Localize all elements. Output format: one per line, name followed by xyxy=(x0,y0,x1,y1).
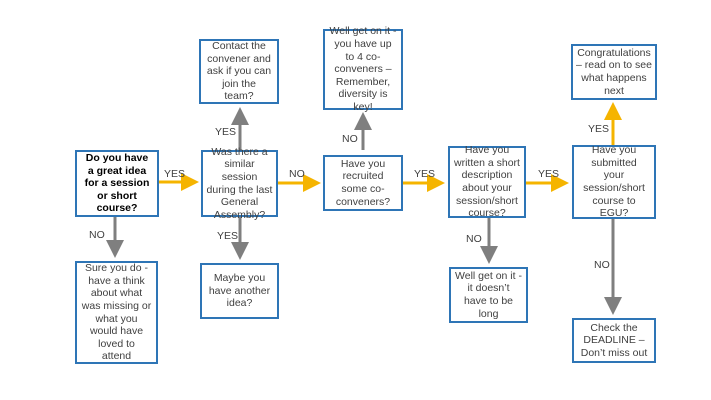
similar-box: Was there a similar session during the l… xyxy=(201,146,278,221)
sure-box: Sure you do - have a think about what wa… xyxy=(75,261,158,364)
get-on-desc-box: Well get on it - it doesn’t have to be l… xyxy=(449,267,528,323)
label-no-written: NO xyxy=(466,233,482,245)
start-box: Do you have a great idea for a session o… xyxy=(75,150,159,217)
label-no-submitted: NO xyxy=(594,259,610,271)
label-yes-up-submitted: YES xyxy=(588,123,610,135)
label-yes-up-similar: YES xyxy=(215,126,237,138)
label-yes-down-similar: YES xyxy=(217,230,239,242)
label-yes-start: YES xyxy=(164,168,186,180)
get-on-conveners-box: Well get on it - you have up to 4 co- co… xyxy=(323,25,403,113)
label-yes-recruited: YES xyxy=(414,168,436,180)
congratulations-box: Congratulations – read on to see what ha… xyxy=(571,44,657,100)
submitted-box: Have you submitted your session/short co… xyxy=(572,144,656,219)
label-no-similar: NO xyxy=(289,168,305,180)
deadline-box: Check the DEADLINE – Don’t miss out xyxy=(572,318,656,363)
label-no-up-recruited: NO xyxy=(342,133,358,145)
written-box: Have you written a short description abo… xyxy=(448,144,526,219)
maybe-box: Maybe you have another idea? xyxy=(200,263,279,319)
contact-box: Contact the convener and ask if you can … xyxy=(199,39,279,104)
label-yes-written: YES xyxy=(538,168,560,180)
recruited-box: Have you recruited some co- conveners? xyxy=(323,155,403,211)
label-no-start: NO xyxy=(89,229,105,241)
